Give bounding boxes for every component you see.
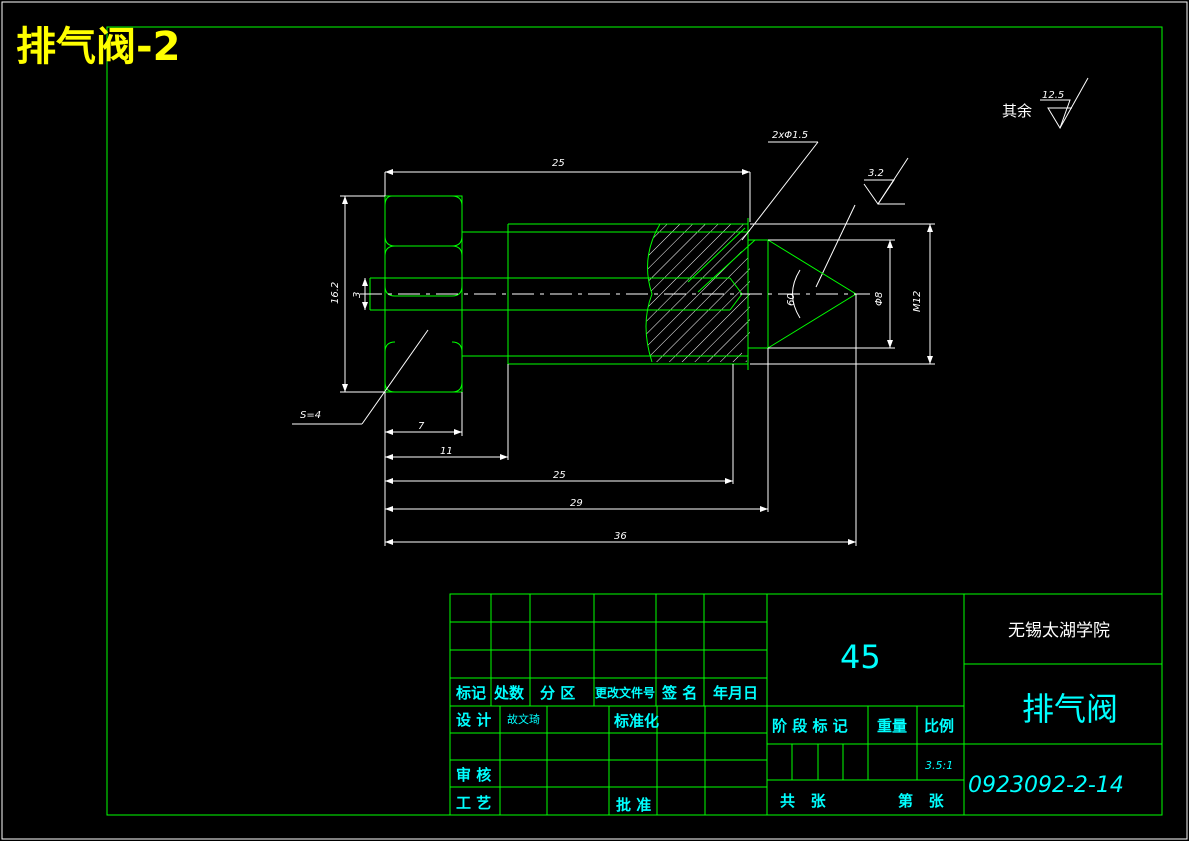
dim-tip-dia: Φ8 (874, 292, 885, 306)
dim-angle-60: 60 (786, 293, 797, 306)
hdr-sign: 签 名 (661, 684, 697, 702)
dim-hole-callout: 2xΦ1.5 (772, 130, 808, 141)
label-design: 设 计 (456, 711, 491, 729)
dim-height-16-2: 16.2 (330, 282, 341, 304)
school-name: 无锡太湖学院 (1008, 621, 1110, 641)
label-sheet-no: 第 张 (898, 792, 945, 810)
hdr-doc-no: 更改文件号 (595, 685, 655, 700)
roughness-value: 12.5 (1042, 90, 1064, 101)
dim-thread-m12: M12 (912, 291, 923, 312)
designer-name: 故文琦 (507, 712, 540, 726)
label-stage: 阶 段 标 记 (772, 717, 848, 735)
label-total-sheets: 共 张 (780, 792, 827, 810)
dim-flat-s4: S=4 (300, 410, 321, 421)
local-roughness-value: 3.2 (868, 168, 884, 179)
material: 45 (840, 638, 881, 676)
surface-roughness-general: 其余 12.5 (1002, 77, 1089, 130)
dim-11: 11 (440, 446, 453, 457)
hdr-mark: 标记 (455, 684, 486, 702)
drawing-title: 排气阀-2 (16, 24, 180, 70)
label-weight: 重量 (877, 717, 907, 735)
part-name: 排气阀 (1022, 690, 1118, 728)
label-ratio: 比例 (924, 717, 954, 735)
label-review: 审 核 (456, 766, 491, 784)
dim-25: 25 (553, 470, 566, 481)
title-block (449, 593, 1163, 816)
hdr-count: 处数 (493, 684, 525, 702)
hdr-date: 年月日 (713, 684, 758, 702)
surface-roughness-local: 3.2 (815, 157, 909, 288)
drawing-number: 0923092-2-14 (968, 773, 1124, 798)
dim-36: 36 (614, 531, 627, 542)
section-hatch (646, 224, 750, 362)
roughness-label: 其余 (1002, 102, 1032, 120)
label-standardize: 标准化 (613, 712, 659, 730)
label-process: 工 艺 (456, 794, 491, 812)
dim-7: 7 (418, 421, 425, 432)
valve-part (360, 195, 870, 393)
label-approve: 批 准 (616, 796, 651, 814)
scale-value: 3.5:1 (925, 759, 953, 772)
dimension-lines (292, 141, 935, 546)
dim-inner-3: 3 (352, 292, 363, 298)
hdr-zone: 分 区 (540, 684, 575, 702)
dim-top-25: 25 (552, 158, 565, 169)
dim-29: 29 (570, 498, 583, 509)
